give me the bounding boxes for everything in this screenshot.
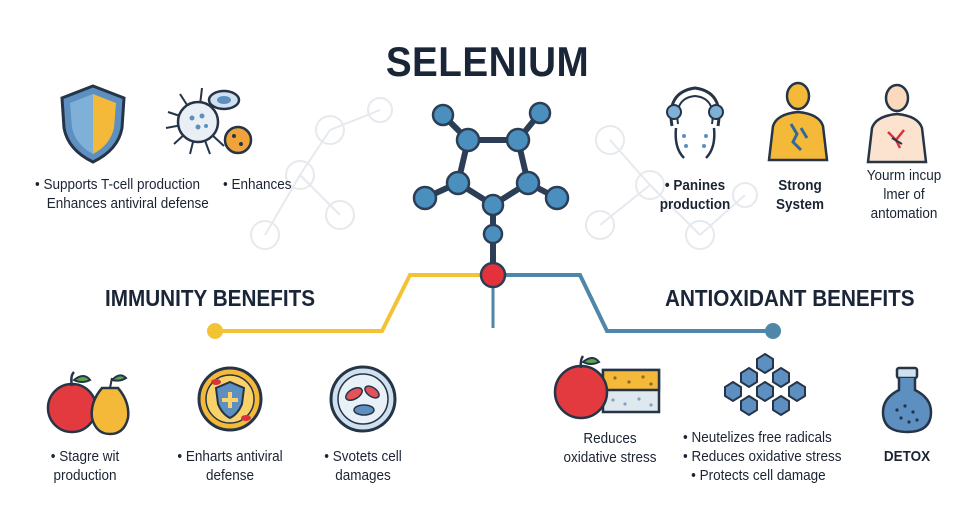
caption-line: oxidative stress — [563, 449, 657, 466]
fruit-icon — [46, 371, 130, 436]
caption-line: • Stagre wit — [50, 448, 120, 465]
page-title: SELENIUM — [385, 38, 590, 85]
antioxidant-endpoint — [765, 323, 781, 339]
immunity-bottom-caption-2: • Enharts antiviral defense — [176, 447, 284, 485]
person-inflammation-icon — [866, 83, 928, 164]
caption-line: • Enharts antiviral — [177, 448, 283, 465]
immunity-bottom-caption-3: • Svotets cell damages — [318, 447, 408, 485]
caption-line: System — [775, 196, 825, 213]
caption-line: • Neutelizes free radicals — [683, 429, 832, 446]
caption-line: DETOX — [883, 448, 931, 465]
petri-dish-icon — [329, 365, 397, 433]
antioxidant-top-caption-1: • Panines production — [650, 176, 740, 214]
caption-line: Strong — [778, 177, 822, 194]
immunity-top-caption-2: • Enhances — [223, 175, 292, 194]
center-node — [479, 261, 507, 289]
caption-line: lmer of — [883, 186, 925, 203]
protected-cell-icon — [197, 366, 263, 432]
detox-flask-icon — [881, 366, 933, 434]
caption-line: • Supports T-cell production — [35, 176, 201, 193]
immunity-connector — [215, 273, 493, 333]
caption-line: production — [659, 196, 731, 213]
caption-line: production — [53, 467, 117, 484]
immunity-top-caption-1: • Supports T-cell production Enhances an… — [35, 175, 209, 213]
immunity-benefits-heading: IMMUNITY BENEFITS — [105, 285, 316, 311]
immune-cell-icon — [165, 87, 253, 155]
antioxidant-bottom-caption-1: Reduces oxidative stress — [552, 429, 669, 467]
antioxidant-benefits-heading: ANTIOXIDANT BENEFITS — [665, 285, 915, 311]
caption-line: Reduces — [583, 430, 637, 447]
apple-sponge-icon — [553, 355, 661, 420]
caption-line: • Protects cell damage — [691, 467, 826, 484]
antioxidant-bottom-caption-3: DETOX — [871, 447, 943, 466]
caption-line: defense — [205, 467, 255, 484]
antioxidant-top-caption-3: Yourm incup lmer of antomation — [857, 166, 951, 223]
hexagon-lattice-icon — [724, 352, 806, 417]
caption-line: • Enhances — [223, 176, 292, 193]
antioxidant-top-caption-2: Strong System — [755, 176, 845, 214]
caption-line: • Reduces oxidative stress — [683, 448, 842, 465]
caption-line: damages — [335, 467, 391, 484]
caption-line: antomation — [870, 205, 938, 222]
immunity-endpoint — [207, 323, 223, 339]
head-profile-icon — [666, 86, 724, 159]
body-system-icon — [767, 81, 829, 162]
caption-line: • Svotets cell — [324, 448, 402, 465]
antioxidant-bottom-caption-2: • Neutelizes free radicals • Reduces oxi… — [683, 428, 842, 485]
caption-line: • Panines — [664, 177, 726, 194]
caption-line: Enhances antiviral defense — [46, 195, 209, 212]
shield-icon — [60, 84, 126, 164]
caption-line: Yourm incup — [866, 167, 942, 184]
immunity-bottom-caption-1: • Stagre wit production — [36, 447, 135, 485]
antioxidant-connector — [493, 273, 773, 333]
